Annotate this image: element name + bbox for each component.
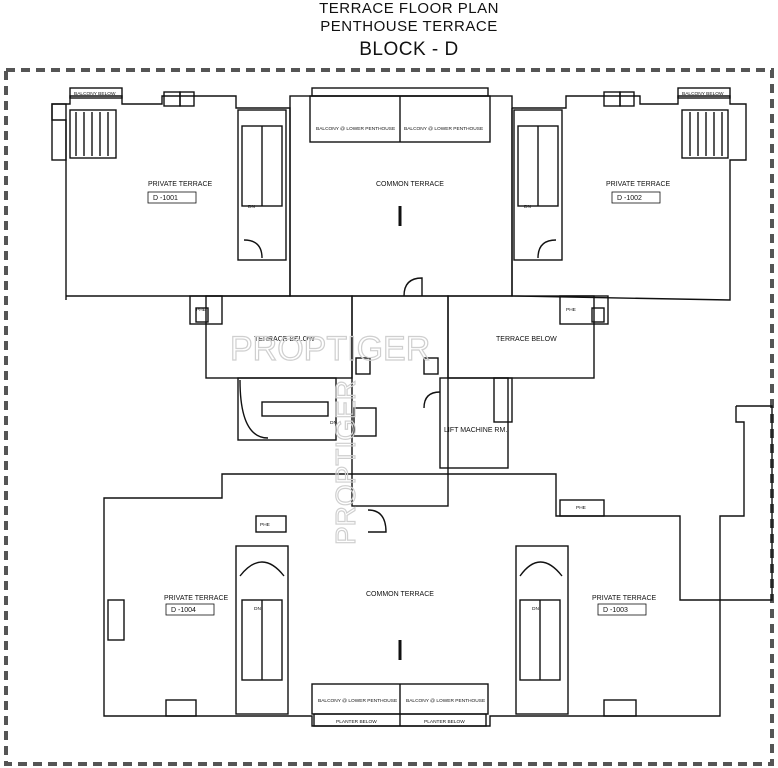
label-private-terrace-1001: PRIVATE TERRACE bbox=[148, 181, 213, 188]
stair-1003 bbox=[515, 545, 569, 715]
label-balcony-below-tl: BALCONY BELOW bbox=[74, 91, 116, 97]
lower-block-wall bbox=[103, 473, 721, 727]
label-down-1003: DN bbox=[532, 606, 539, 612]
watermark-vertical: PROPTIGER bbox=[330, 380, 361, 545]
label-lift-machine-room: LIFT MACHINE RM. bbox=[444, 427, 507, 434]
common-terrace-top-wall bbox=[289, 95, 513, 297]
label-down-1004: DN bbox=[254, 606, 261, 612]
label-private-terrace-1003: PRIVATE TERRACE bbox=[592, 595, 657, 602]
label-shaft-right: PHE bbox=[566, 307, 576, 313]
label-shaft-lower-right: PHE bbox=[576, 505, 586, 511]
label-down-1001: DN bbox=[248, 204, 255, 210]
watermark-horizontal: PROPTIGER bbox=[230, 330, 430, 368]
label-balcony-lower-penthouse-tr: BALCONY @ LOWER PENTHOUSE bbox=[404, 126, 483, 132]
stair-1004 bbox=[235, 545, 289, 715]
label-down-central: DN bbox=[330, 420, 337, 426]
label-terrace-below-left: TERRACE BELOW bbox=[254, 336, 315, 343]
label-private-terrace-1002: PRIVATE TERRACE bbox=[606, 181, 671, 188]
label-shaft-left: PHE bbox=[196, 307, 206, 313]
label-planter-below-right: PLANTER BELOW bbox=[424, 719, 465, 725]
unit-d-1003: D -1003 bbox=[603, 607, 628, 614]
label-private-terrace-1004: PRIVATE TERRACE bbox=[164, 595, 229, 602]
label-planter-below-left: PLANTER BELOW bbox=[336, 719, 377, 725]
unit-d-1004: D -1004 bbox=[171, 607, 196, 614]
label-shaft-lower-left: PHE bbox=[260, 522, 270, 528]
label-balcony-below-tr: BALCONY BELOW bbox=[682, 91, 724, 97]
unit-d-1002: D -1002 bbox=[617, 195, 642, 202]
label-down-1002: DN bbox=[524, 204, 531, 210]
unit-d-1001: D -1001 bbox=[153, 195, 178, 202]
label-balcony-lower-penthouse-tl: BALCONY @ LOWER PENTHOUSE bbox=[316, 126, 395, 132]
plan-subtitle: PENTHOUSE TERRACE bbox=[320, 18, 498, 35]
label-balcony-lower-penthouse-bl: BALCONY @ LOWER PENTHOUSE bbox=[318, 698, 397, 704]
label-balcony-lower-penthouse-br: BALCONY @ LOWER PENTHOUSE bbox=[406, 698, 485, 704]
label-common-terrace-bottom: COMMON TERRACE bbox=[366, 591, 434, 598]
block-name: BLOCK - D bbox=[359, 39, 459, 60]
central-core bbox=[351, 295, 449, 507]
stair-1001 bbox=[237, 109, 287, 261]
plan-title: TERRACE FLOOR PLAN bbox=[319, 0, 499, 17]
label-common-terrace-top: COMMON TERRACE bbox=[376, 181, 444, 188]
site-boundary bbox=[4, 68, 774, 766]
label-terrace-below-right: TERRACE BELOW bbox=[496, 336, 557, 343]
